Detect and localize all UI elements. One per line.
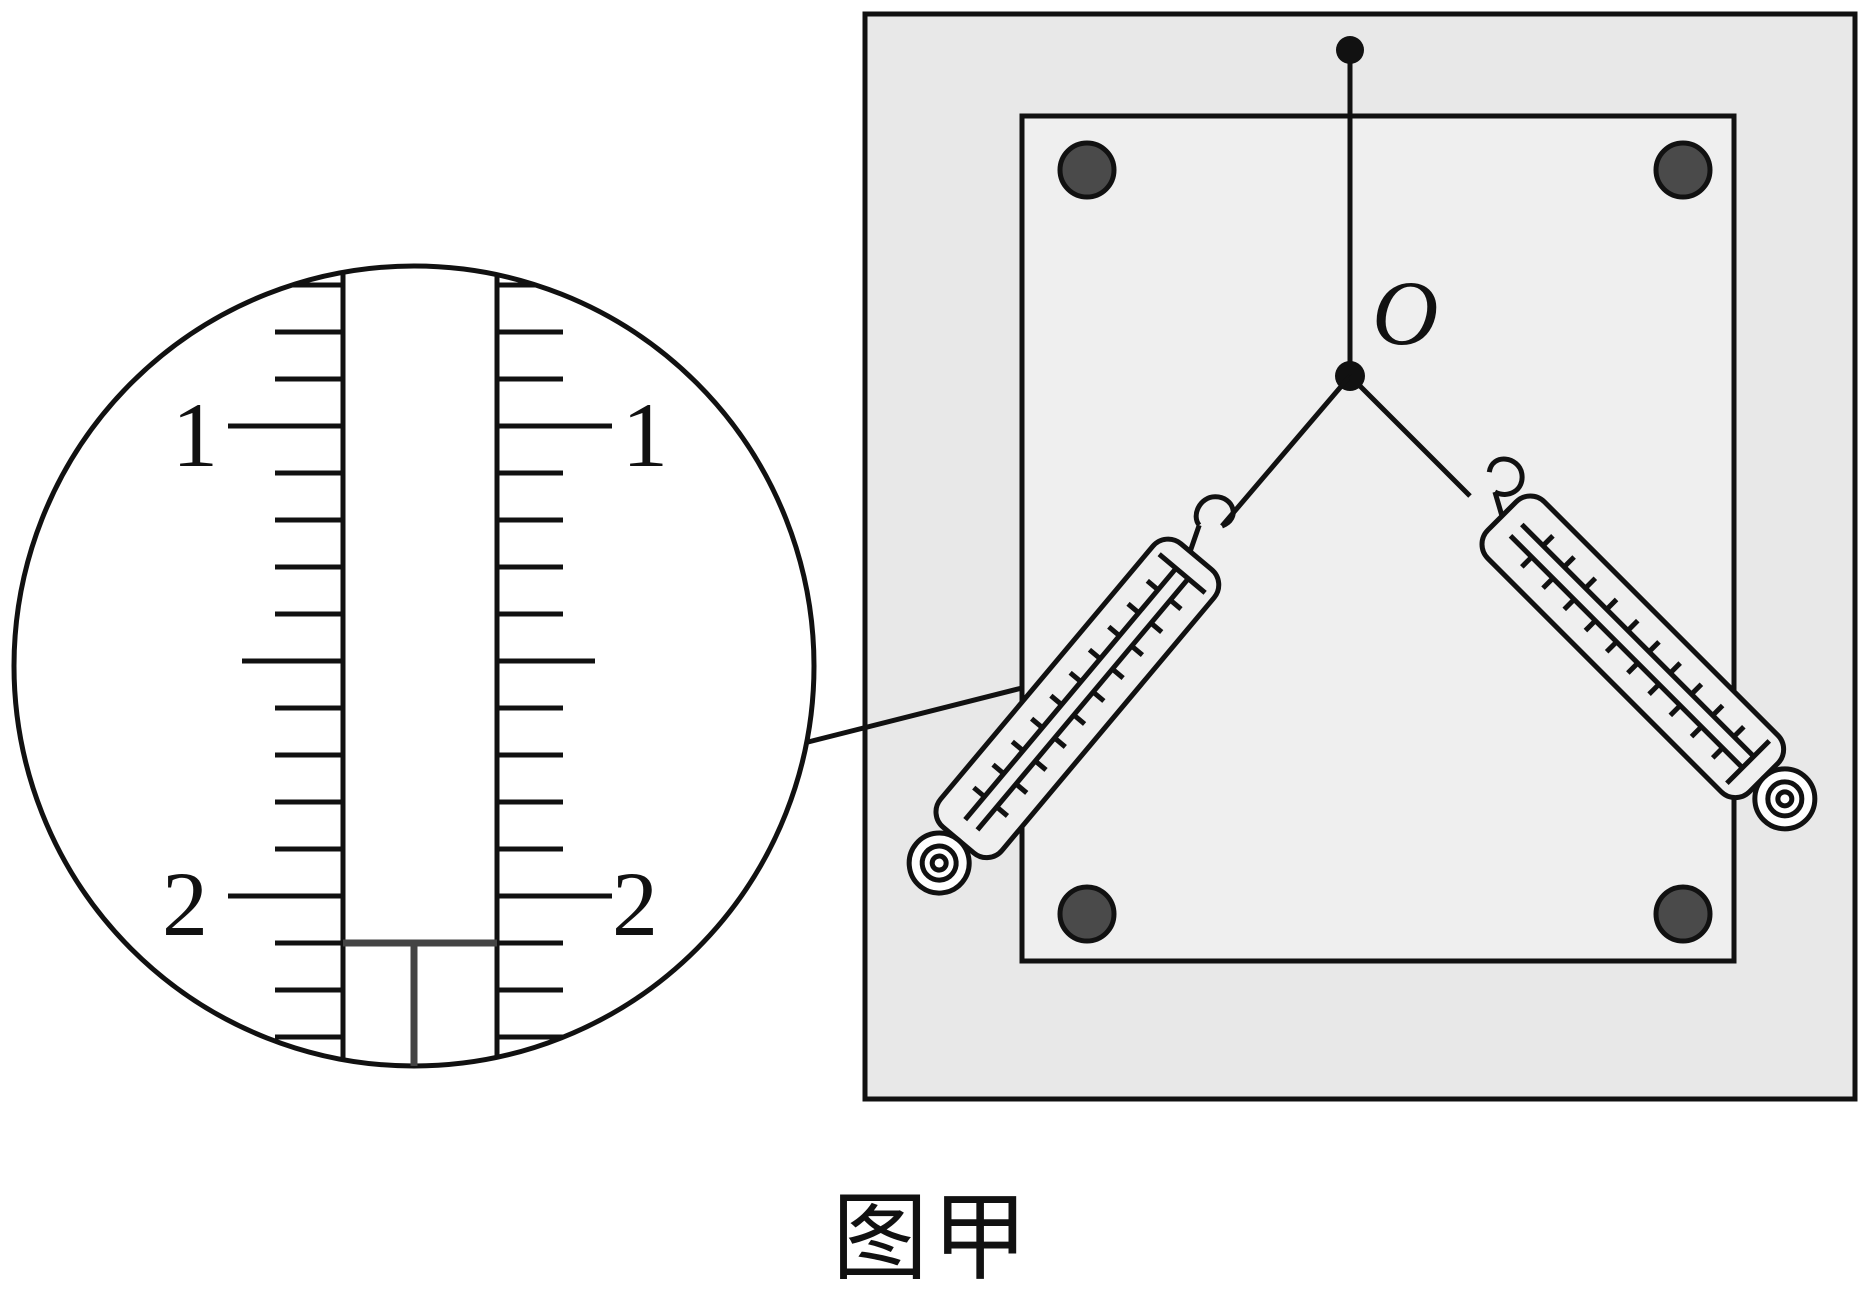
magnifier-ticks — [228, 282, 612, 1040]
scale-label-2-left: 2 — [162, 853, 208, 955]
spring-scale-left — [906, 494, 1236, 896]
scale-label-1-left: 1 — [172, 384, 218, 486]
scale-label-1-right: 1 — [622, 384, 668, 486]
scale-ticks-left — [972, 578, 1183, 818]
figure-caption: 图甲 — [832, 1182, 1032, 1294]
pin-top-left — [1057, 140, 1117, 200]
hook-icon — [1193, 494, 1236, 529]
scale-pointer — [343, 939, 497, 1066]
pins — [1057, 140, 1713, 944]
pin-top-right — [1653, 140, 1713, 200]
scale-ticks-right — [1520, 534, 1746, 760]
spring-scale-right — [1479, 456, 1818, 832]
string-right — [1348, 374, 1472, 498]
paper-sheet — [1019, 113, 1737, 964]
string-left — [1220, 374, 1352, 528]
hook-icon — [1486, 456, 1525, 497]
pin-bottom-left — [1057, 884, 1117, 944]
point-label-o: O — [1372, 262, 1438, 364]
scale-label-2-right: 2 — [612, 853, 658, 955]
magnifier-leader-line — [807, 685, 1023, 745]
anchor-dot — [1336, 36, 1364, 64]
pin-bottom-right — [1653, 884, 1713, 944]
